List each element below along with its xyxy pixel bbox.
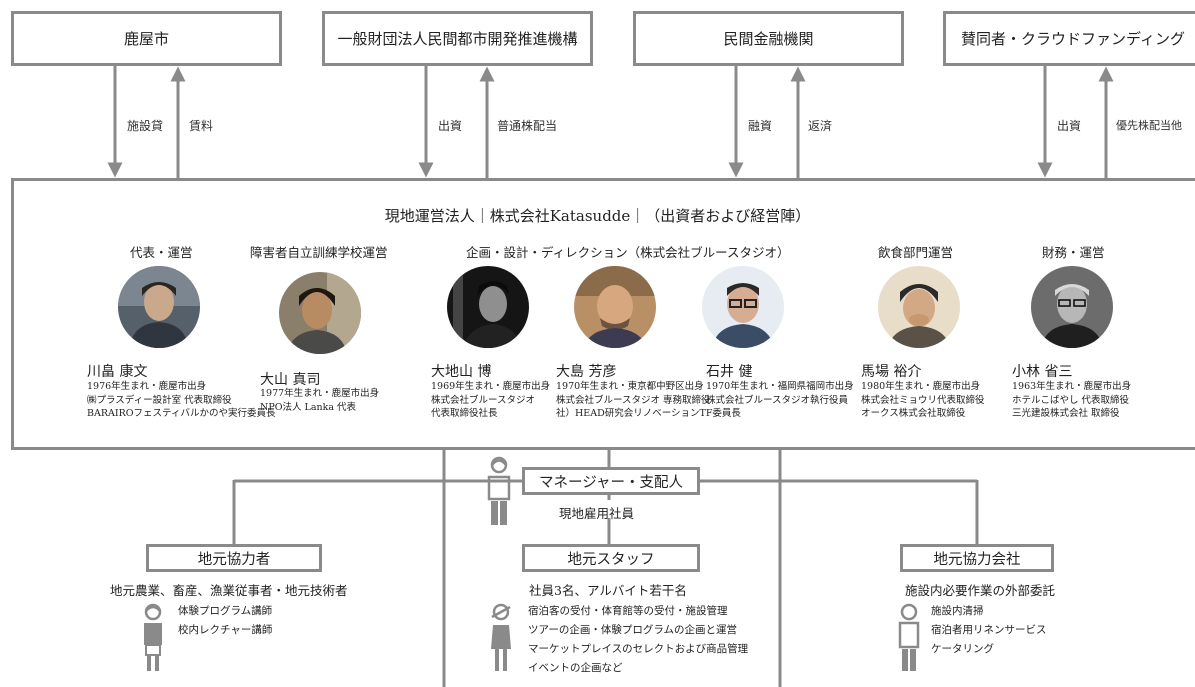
person-line: 1977年生まれ・鹿屋市出身 — [260, 388, 380, 399]
manager-person-icon — [487, 456, 511, 525]
company-frame — [11, 178, 1195, 450]
role-school: 障害者自立訓練学校運営 — [250, 245, 388, 260]
task-item: 宿泊客の受付・体育館等の受付・施設管理 — [528, 605, 728, 617]
person-line: BARAIROフェスティバルかのや実行委員長 — [87, 408, 276, 419]
role-representative: 代表・運営 — [130, 245, 193, 260]
person-description: 1976年生まれ・鹿屋市出身 ㈱プラスディー設計室 代表取締役 BARAIROフ… — [87, 380, 275, 421]
top-box-city: 鹿屋市 — [11, 11, 282, 66]
top-box-minto: 一般財団法人民間都市開発推進機構 — [322, 11, 593, 66]
group-caption: 施設内必要作業の外部委託 — [905, 583, 1056, 598]
person-description: 1969年生まれ・鹿屋市出身 株式会社ブルースタジオ 代表取締役社長 — [431, 380, 550, 421]
person-description: 1963年生まれ・鹿屋市出身 ホテルこばやし 代表取締役 三光建設株式会社 取締… — [1012, 380, 1131, 421]
role-food: 飲食部門運営 — [878, 245, 954, 260]
person-line: オークス株式会社取締役 — [861, 408, 966, 419]
group-caption: 社員3名、アルバイト若干名 — [529, 583, 687, 598]
portrait-photo — [574, 266, 656, 348]
flow-label: 出資 — [1057, 119, 1082, 133]
top-box-label: 賛同者・クラウドファンディング — [961, 30, 1185, 48]
portrait-photo — [447, 266, 529, 348]
person-line: ホテルこばやし 代表取締役 — [1012, 394, 1130, 406]
task-item: マーケットプレイスのセレクトおよび商品管理 — [528, 643, 749, 655]
top-box-bank: 民間金融機関 — [633, 11, 904, 66]
person-line: 社）HEAD研究会リノベーションTF委員長 — [556, 408, 741, 419]
manager-box: マネージャー・支配人 — [522, 467, 700, 495]
flow-label: 出資 — [438, 119, 463, 133]
task-item: 施設内清掃 — [931, 605, 984, 617]
role-direction: 企画・設計・ディレクション（株式会社ブルースタジオ） — [466, 245, 790, 260]
person-line: 株式会社ブルースタジオ — [431, 394, 536, 406]
person-line: 1980年生まれ・鹿屋市出身 — [861, 381, 981, 392]
top-box-label: 鹿屋市 — [123, 30, 169, 48]
portrait-photo — [702, 266, 784, 348]
person-line: 株式会社ブルースタジオ執行役員 — [706, 394, 849, 406]
person-description: 1980年生まれ・鹿屋市出身 株式会社ミョウリ代表取締役 オークス株式会社取締役 — [861, 380, 985, 421]
person-name: 石井 健 — [706, 364, 753, 380]
person-line: 1969年生まれ・鹿屋市出身 — [431, 381, 551, 392]
group-box-local-cooperators: 地元協力者 — [146, 544, 322, 572]
flow-label: 施設貸 — [127, 119, 164, 133]
female-person-icon — [491, 603, 511, 671]
group-caption: 地元農業、畜産、漁業従事者・地元技術者 — [110, 583, 348, 598]
flow-label: 融資 — [748, 119, 773, 133]
flow-label: 普通株配当 — [497, 119, 558, 133]
top-box-label: 一般財団法人民間都市開発推進機構 — [337, 30, 578, 48]
person-name: 馬場 裕介 — [861, 364, 922, 380]
task-list: 施設内清掃 宿泊者用リネンサービス ケータリング — [931, 602, 1047, 659]
person-description: 1970年生まれ・東京都中野区出身 株式会社ブルースタジオ 専務取締役 社）HE… — [556, 380, 741, 421]
portrait-photo — [878, 266, 960, 348]
flow-label: 優先株配当他 — [1116, 119, 1182, 132]
flow-label: 返済 — [808, 119, 833, 133]
portrait-photo — [1031, 266, 1113, 348]
group-label: 地元スタッフ — [567, 551, 655, 568]
portrait-photo — [279, 272, 361, 354]
person-line: 1963年生まれ・鹿屋市出身 — [1012, 381, 1132, 392]
person-line: 1970年生まれ・福岡県福岡市出身 — [706, 381, 854, 392]
person-line: 株式会社ミョウリ代表取締役 — [861, 394, 985, 406]
manager-label: マネージャー・支配人 — [539, 474, 683, 491]
group-label: 地元協力会社 — [933, 551, 1021, 568]
group-label: 地元協力者 — [197, 551, 271, 568]
task-item: イベントの企画など — [528, 662, 623, 674]
person-name: 小林 省三 — [1012, 364, 1073, 380]
person-line: 代表取締役社長 — [431, 408, 498, 419]
person-line: ㈱プラスディー設計室 代表取締役 — [87, 394, 232, 406]
company-title: 現地運営法人｜株式会社Katasudde｜（出資者および経営陣） — [384, 207, 811, 225]
person-description: 1970年生まれ・福岡県福岡市出身 株式会社ブルースタジオ執行役員 — [706, 380, 854, 407]
person-line: 1976年生まれ・鹿屋市出身 — [87, 381, 207, 392]
person-name: 川畠 康文 — [87, 364, 148, 380]
top-box-label: 民間金融機関 — [723, 30, 814, 48]
task-item: 体験プログラム講師 — [178, 605, 273, 617]
person-line: 1970年生まれ・東京都中野区出身 — [556, 381, 704, 392]
task-item: ツアーの企画・体験プログラムの企画と運営 — [528, 624, 738, 636]
person-line: 三光建設株式会社 取締役 — [1012, 408, 1120, 419]
task-list: 宿泊客の受付・体育館等の受付・施設管理 ツアーの企画・体験プログラムの企画と運営… — [528, 602, 748, 678]
task-item: ケータリング — [931, 643, 994, 655]
group-box-local-companies: 地元協力会社 — [900, 544, 1054, 572]
task-item: 校内レクチャー講師 — [178, 624, 273, 636]
male-person-icon — [898, 603, 920, 671]
person-line: 株式会社ブルースタジオ 専務取締役 — [556, 394, 711, 406]
person-name: 大島 芳彦 — [556, 364, 617, 380]
manager-caption: 現地雇用社員 — [559, 506, 635, 521]
person-name: 大山 真司 — [260, 372, 321, 388]
group-box-local-staff: 地元スタッフ — [522, 544, 700, 572]
female-person-icon — [144, 603, 162, 671]
person-line: NPO法人 Lanka 代表 — [260, 401, 357, 413]
portrait-photo — [118, 266, 200, 348]
task-item: 宿泊者用リネンサービス — [931, 624, 1047, 636]
task-list: 体験プログラム講師 校内レクチャー講師 — [178, 602, 272, 640]
flow-label: 賃料 — [189, 119, 214, 133]
person-name: 大地山 博 — [431, 364, 492, 380]
person-description: 1977年生まれ・鹿屋市出身 NPO法人 Lanka 代表 — [260, 387, 379, 414]
top-box-crowdfunding: 賛同者・クラウドファンディング — [943, 11, 1195, 66]
role-finance: 財務・運営 — [1042, 245, 1105, 260]
